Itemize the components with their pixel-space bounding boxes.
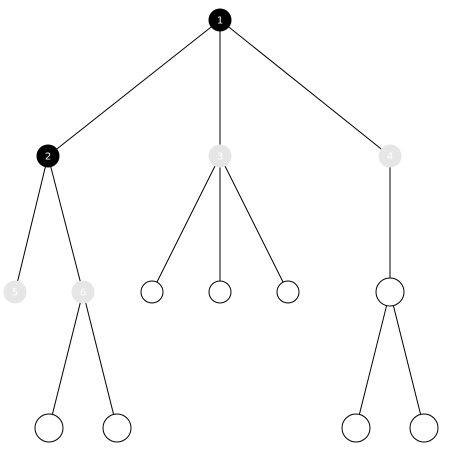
tree-edges [14,19,425,429]
tree-node-n11 [34,413,64,443]
edge-n2-n5 [14,155,49,293]
node-circle [140,280,164,304]
tree-node-2: 2 [36,144,60,168]
node-label: 5 [12,288,18,299]
tree-node-n14 [409,413,439,443]
node-circle [102,413,132,443]
node-circle [71,280,95,304]
node-circle [378,144,402,168]
tree-node-n7 [140,280,164,304]
node-circle [276,280,300,304]
tree-node-n13 [341,413,371,443]
edge-n1-n2 [47,19,221,157]
tree-nodes: 1 2 3 4 5 6 [3,8,439,443]
tree-node-n8 [208,280,232,304]
node-label: 1 [217,16,223,27]
edge-n3-n9 [219,155,289,293]
tree-node-n9 [276,280,300,304]
node-circle [208,8,232,32]
tree-node-5: 5 [3,280,27,304]
edge-n10-n13 [355,291,391,429]
edge-n2-n6 [47,155,84,293]
tree-node-3: 3 [208,144,232,168]
tree-node-4: 4 [378,144,402,168]
node-circle [36,144,60,168]
node-circle [409,413,439,443]
tree-node-6: 6 [71,280,95,304]
node-circle [3,280,27,304]
edge-n1-n4 [219,19,391,157]
node-circle [375,277,405,307]
node-label: 3 [217,152,223,163]
node-circle [341,413,371,443]
tree-node-n10 [375,277,405,307]
node-label: 2 [45,152,51,163]
tree-node-n12 [102,413,132,443]
node-label: 4 [387,152,393,163]
edge-n10-n14 [389,291,425,429]
edge-n6-n12 [82,291,118,429]
node-label: 6 [80,288,86,299]
node-circle [208,280,232,304]
edge-n3-n7 [151,155,221,293]
edge-n6-n11 [48,291,84,429]
node-circle [208,144,232,168]
tree-node-1: 1 [208,8,232,32]
node-circle [34,413,64,443]
